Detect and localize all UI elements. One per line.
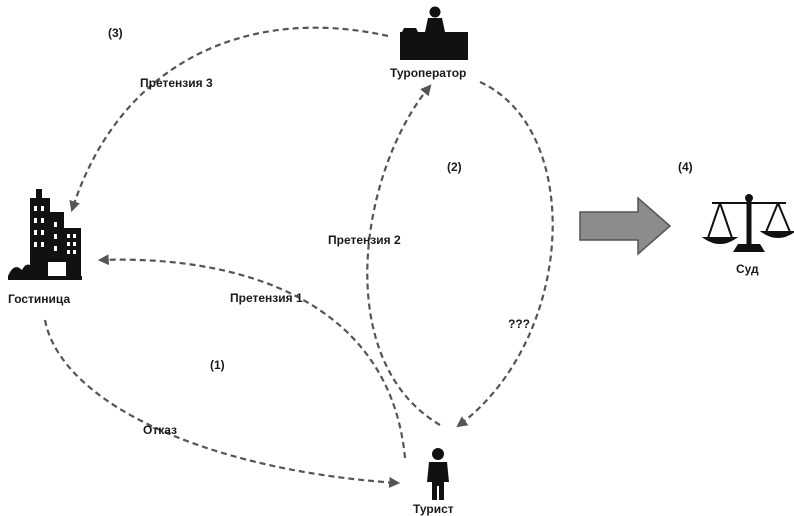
edge-refusal — [43, 319, 401, 488]
edge-claim2 — [366, 84, 441, 426]
hotel-icon — [8, 189, 82, 280]
edge-unknown — [456, 81, 554, 428]
step-3-label: (3) — [108, 26, 123, 40]
edge-claim2-label: Претензия 2 — [328, 233, 401, 247]
edge-claim1-label: Претензия 1 — [230, 291, 303, 305]
court-label: Суд — [736, 262, 759, 276]
tour-operator-label: Туроператор — [390, 66, 467, 80]
edge-claim3 — [69, 26, 389, 213]
edge-unknown-label: ??? — [508, 317, 530, 331]
tourist-icon — [427, 448, 449, 500]
court-arrow-icon — [579, 196, 672, 256]
scales-icon — [701, 194, 794, 252]
tour-operator-icon — [400, 6, 468, 60]
edge-claim3-label: Претензия 3 — [140, 76, 213, 90]
edge-refusal-label: Отказ — [143, 423, 178, 437]
edge-claim1 — [97, 254, 407, 459]
step-2-label: (2) — [447, 160, 462, 174]
step-4-label: (4) — [678, 160, 693, 174]
tourist-label: Турист — [413, 502, 454, 516]
step-1-label: (1) — [210, 358, 225, 372]
hotel-label: Гостиница — [8, 292, 71, 306]
